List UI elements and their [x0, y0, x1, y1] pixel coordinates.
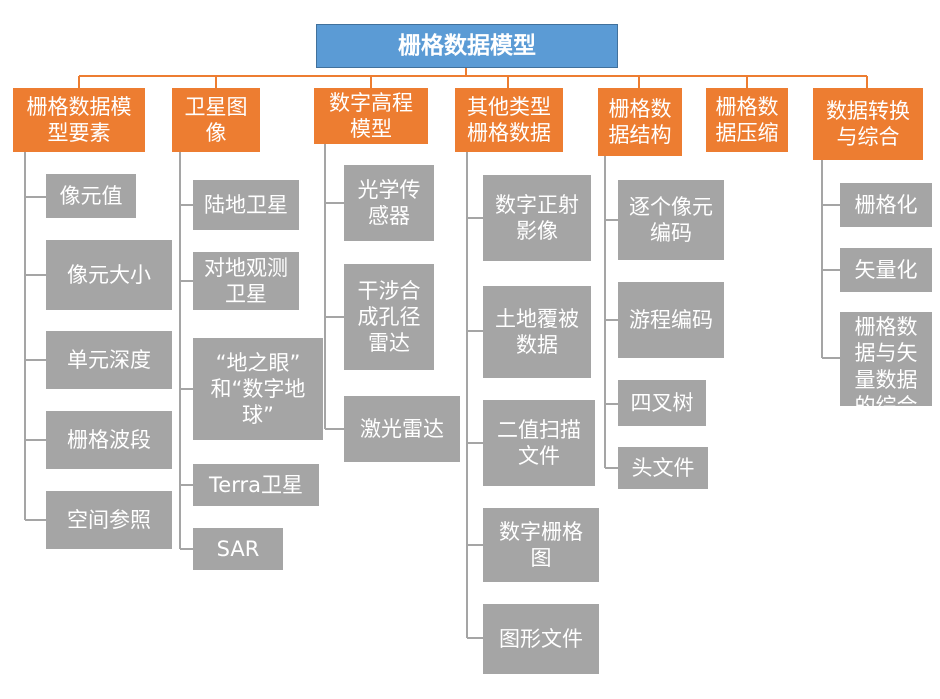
item-rasterization: 栅格化 — [840, 183, 932, 227]
item-terra-satellite: Terra卫星 — [193, 464, 319, 506]
category-raster-data-compression: 栅格数 据压缩 — [706, 88, 788, 152]
category-dem: 数字高程 模型 — [314, 88, 428, 144]
item-graphic-file: 图形文件 — [483, 604, 599, 674]
item-landsat: 陆地卫星 — [193, 180, 299, 230]
category-raster-model-elements: 栅格数据模 型要素 — [13, 88, 145, 152]
category-satellite-images: 卫星图 像 — [172, 88, 260, 152]
item-earth-observation-satellite: 对地观测 卫星 — [193, 252, 299, 310]
item-raster-vector-integration: 栅格数 据与矢 量数据 的综合 — [840, 312, 932, 406]
item-eye-of-earth-digital-earth: “地之眼” 和“数字地 球” — [193, 338, 323, 440]
item-binary-scanned-file: 二值扫描 文件 — [483, 400, 595, 486]
item-raster-band: 栅格波段 — [46, 411, 172, 469]
item-land-cover-data: 土地覆被 数据 — [483, 286, 591, 378]
item-optical-sensor: 光学传 感器 — [344, 165, 434, 241]
item-header-file: 头文件 — [618, 447, 708, 489]
item-sar: SAR — [193, 528, 283, 570]
category-raster-data-structure: 栅格数 据结构 — [598, 88, 682, 156]
item-run-length-encoding: 游程编码 — [618, 282, 724, 358]
item-cell-by-cell-encoding: 逐个像元 编码 — [618, 180, 724, 260]
root-node: 栅格数据模型 — [316, 24, 618, 68]
item-quadtree: 四叉树 — [618, 380, 706, 426]
item-insar: 干涉合 成孔径 雷达 — [344, 264, 434, 370]
item-spatial-reference: 空间参照 — [46, 491, 172, 549]
category-connectors — [78, 68, 868, 88]
item-vectorization: 矢量化 — [840, 248, 932, 292]
category-data-conversion: 数据转换 与综合 — [813, 88, 923, 160]
item-lidar: 激光雷达 — [344, 396, 460, 462]
item-digital-orthophoto: 数字正射 影像 — [483, 175, 591, 261]
category-other-raster-data: 其他类型 栅格数据 — [455, 88, 563, 152]
item-digital-raster-graphic: 数字栅格 图 — [483, 508, 599, 582]
item-cell-size: 像元大小 — [46, 240, 172, 310]
item-connectors — [24, 144, 840, 639]
item-cell-depth: 单元深度 — [46, 331, 172, 389]
item-cell-value: 像元值 — [46, 174, 136, 218]
